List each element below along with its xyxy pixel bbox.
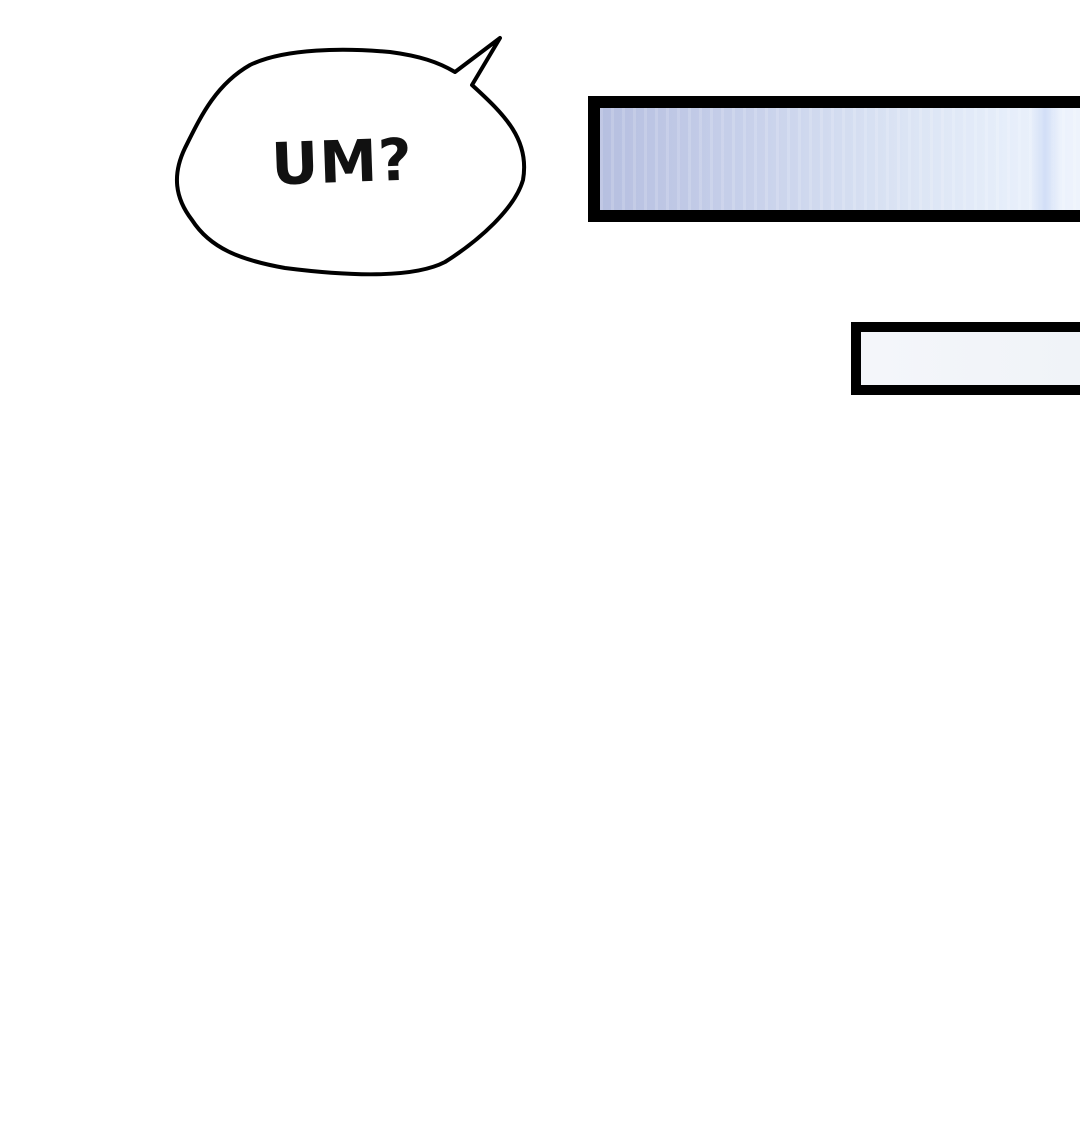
speech-bubble-text: UM? <box>270 125 414 199</box>
comic-panel-top <box>588 96 1080 222</box>
comic-panel-bottom <box>851 322 1080 395</box>
speech-bubble: UM? <box>170 30 535 285</box>
speech-bubble-outline <box>174 36 527 277</box>
